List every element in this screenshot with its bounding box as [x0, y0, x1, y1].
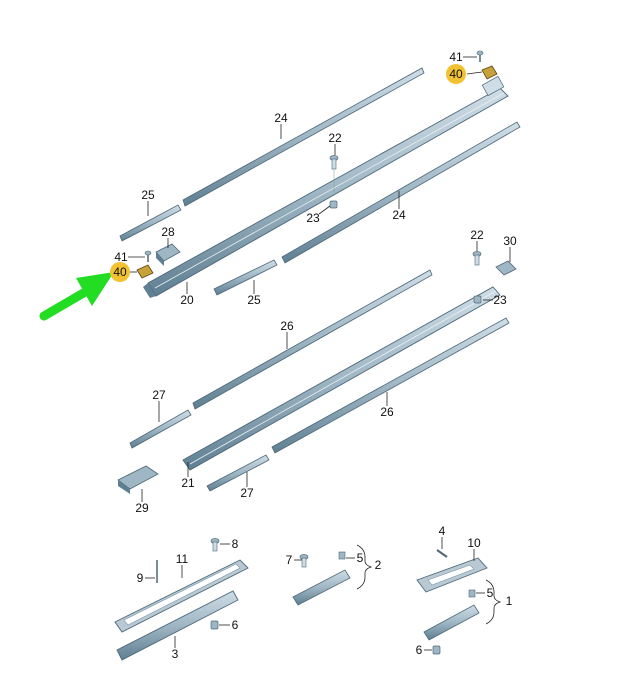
callout-11[interactable]: 11 [175, 552, 189, 566]
brace-2 [356, 544, 373, 590]
callout-1[interactable]: 1 [505, 594, 513, 608]
callout-26[interactable]: 26 [280, 319, 294, 333]
screw-4 [436, 549, 448, 558]
trim-strip-26-lower [271, 317, 510, 454]
trim-strip-25-small [119, 204, 182, 242]
callout-27[interactable]: 27 [240, 486, 254, 500]
bolt-22-lower [472, 251, 482, 266]
screw-41-lower [144, 250, 152, 262]
carrier-3 [116, 590, 239, 661]
trim-strip-24-upper [182, 67, 425, 207]
callout-25[interactable]: 25 [141, 188, 155, 202]
bolt-8 [210, 538, 220, 552]
callout-24[interactable]: 24 [392, 208, 406, 222]
nut-23-lower [473, 295, 482, 304]
trim-strip-25-lower [213, 259, 278, 296]
nut-23-upper [329, 200, 338, 209]
callout-26[interactable]: 26 [380, 405, 394, 419]
screw-41-upper [476, 50, 484, 62]
callout-7[interactable]: 7 [285, 553, 293, 567]
callout-21[interactable]: 21 [181, 476, 195, 490]
trim-strip-27-lower [206, 454, 270, 492]
callout-9[interactable]: 9 [136, 571, 144, 585]
bolt-22-upper [329, 155, 339, 196]
highlight-arrow [39, 272, 114, 321]
callout-22[interactable]: 22 [328, 131, 342, 145]
callout-40-highlighted[interactable]: 40 [110, 262, 130, 282]
nut-6-right [432, 645, 441, 655]
brace-1 [485, 579, 502, 625]
cap-30 [495, 260, 517, 276]
callout-20[interactable]: 20 [180, 293, 194, 307]
callout-22[interactable]: 22 [470, 228, 484, 242]
callout-29[interactable]: 29 [135, 501, 149, 515]
sill-rail-21 [182, 286, 501, 471]
callout-41[interactable]: 41 [449, 50, 463, 64]
end-cap-28 [155, 243, 181, 266]
sill-rail-20 [143, 75, 509, 298]
leader-lines [128, 56, 511, 651]
clip-40-upper [481, 65, 498, 80]
callout-27[interactable]: 27 [152, 388, 166, 402]
end-cap-29 [117, 465, 159, 494]
trim-strip-24-lower [281, 121, 521, 264]
callout-25[interactable]: 25 [247, 293, 261, 307]
callout-8[interactable]: 8 [231, 537, 239, 551]
scuff-plate-11 [114, 559, 249, 633]
bracket-2 [292, 569, 351, 606]
callout-5[interactable]: 5 [356, 551, 364, 565]
clip-5-middle [338, 551, 346, 560]
callout-24[interactable]: 24 [274, 111, 288, 125]
callout-40-highlighted[interactable]: 40 [446, 64, 466, 84]
callout-23[interactable]: 23 [493, 293, 507, 307]
callout-23[interactable]: 23 [306, 211, 320, 225]
callout-28[interactable]: 28 [161, 225, 175, 239]
callout-2[interactable]: 2 [374, 558, 382, 572]
trim-10 [416, 557, 488, 593]
trim-strip-27-small [129, 409, 192, 449]
nut-6-left [210, 620, 219, 630]
callout-3[interactable]: 3 [171, 647, 179, 661]
callout-5[interactable]: 5 [486, 586, 494, 600]
clip-5-right [468, 589, 476, 598]
callout-6[interactable]: 6 [415, 643, 423, 657]
bracket-1 [423, 604, 480, 641]
trim-strip-26-upper [192, 269, 433, 410]
callout-6[interactable]: 6 [231, 618, 239, 632]
callout-10[interactable]: 10 [467, 536, 481, 550]
callout-4[interactable]: 4 [438, 524, 446, 538]
callout-30[interactable]: 30 [503, 234, 517, 248]
clip-40-lower [136, 264, 154, 279]
callout-41[interactable]: 41 [114, 250, 128, 264]
screw-7 [299, 554, 309, 568]
